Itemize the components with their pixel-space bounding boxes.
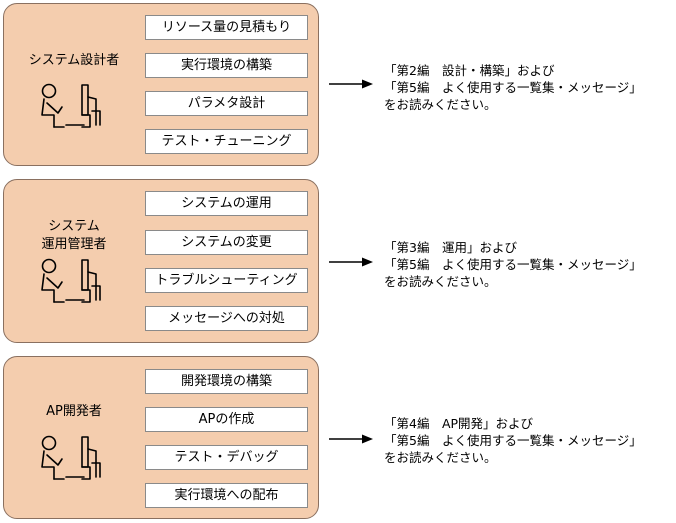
task-box: システムの変更 bbox=[145, 230, 308, 255]
role-title: AP開発者 bbox=[46, 404, 102, 419]
person-at-computer-icon bbox=[41, 83, 101, 128]
role-title: システム 運用管理者 bbox=[41, 219, 107, 252]
role-panel-system-admin: システム 運用管理者 システムの運用 システムの変更 トラブルシューティング メ… bbox=[3, 179, 319, 343]
reference-line: 「第5編 よく使用する一覧集・メッセージ」 bbox=[384, 80, 642, 95]
right-arrow-icon bbox=[329, 434, 373, 444]
reference-line: 「第5編 よく使用する一覧集・メッセージ」 bbox=[384, 257, 642, 272]
reference-line: をお読みください。 bbox=[384, 97, 497, 112]
task-box: システムの運用 bbox=[145, 191, 308, 216]
role-panel-system-designer: システム設計者 リソース量の見積もり 実行環境の構築 パラメタ設計 テスト・チュ… bbox=[3, 3, 319, 166]
task-box: トラブルシューティング bbox=[145, 268, 308, 293]
reference-line: 「第4編 AP開発」および bbox=[384, 416, 534, 431]
task-box: テスト・デバッグ bbox=[145, 445, 308, 470]
task-box: パラメタ設計 bbox=[145, 91, 308, 116]
reference-line: をお読みください。 bbox=[384, 274, 497, 289]
task-box: 実行環境への配布 bbox=[145, 483, 308, 508]
reference-note: 「第4編 AP開発」および 「第5編 よく使用する一覧集・メッセージ」 をお読み… bbox=[384, 415, 642, 466]
task-box: 開発環境の構築 bbox=[145, 369, 308, 394]
reference-line: をお読みください。 bbox=[384, 450, 497, 465]
reference-note: 「第2編 設計・構築」および 「第5編 よく使用する一覧集・メッセージ」 をお読… bbox=[384, 62, 642, 113]
role-title: システム設計者 bbox=[28, 53, 120, 68]
task-box: リソース量の見積もり bbox=[145, 15, 308, 40]
reference-line: 「第5編 よく使用する一覧集・メッセージ」 bbox=[384, 433, 642, 448]
reference-line: 「第3編 運用」および bbox=[384, 240, 517, 255]
person-at-computer-icon bbox=[41, 258, 101, 303]
person-at-computer-icon bbox=[41, 435, 101, 480]
task-box: テスト・チューニング bbox=[145, 129, 308, 154]
task-box: 実行環境の構築 bbox=[145, 53, 308, 78]
reference-line: 「第2編 設計・構築」および bbox=[384, 63, 555, 78]
role-panel-ap-developer: AP開発者 開発環境の構築 APの作成 テスト・デバッグ 実行環境への配布 bbox=[3, 356, 319, 519]
task-box: APの作成 bbox=[145, 407, 308, 432]
right-arrow-icon bbox=[329, 257, 373, 267]
task-box: メッセージへの対処 bbox=[145, 306, 308, 331]
right-arrow-icon bbox=[329, 79, 373, 89]
reference-note: 「第3編 運用」および 「第5編 よく使用する一覧集・メッセージ」 をお読みくだ… bbox=[384, 239, 642, 290]
